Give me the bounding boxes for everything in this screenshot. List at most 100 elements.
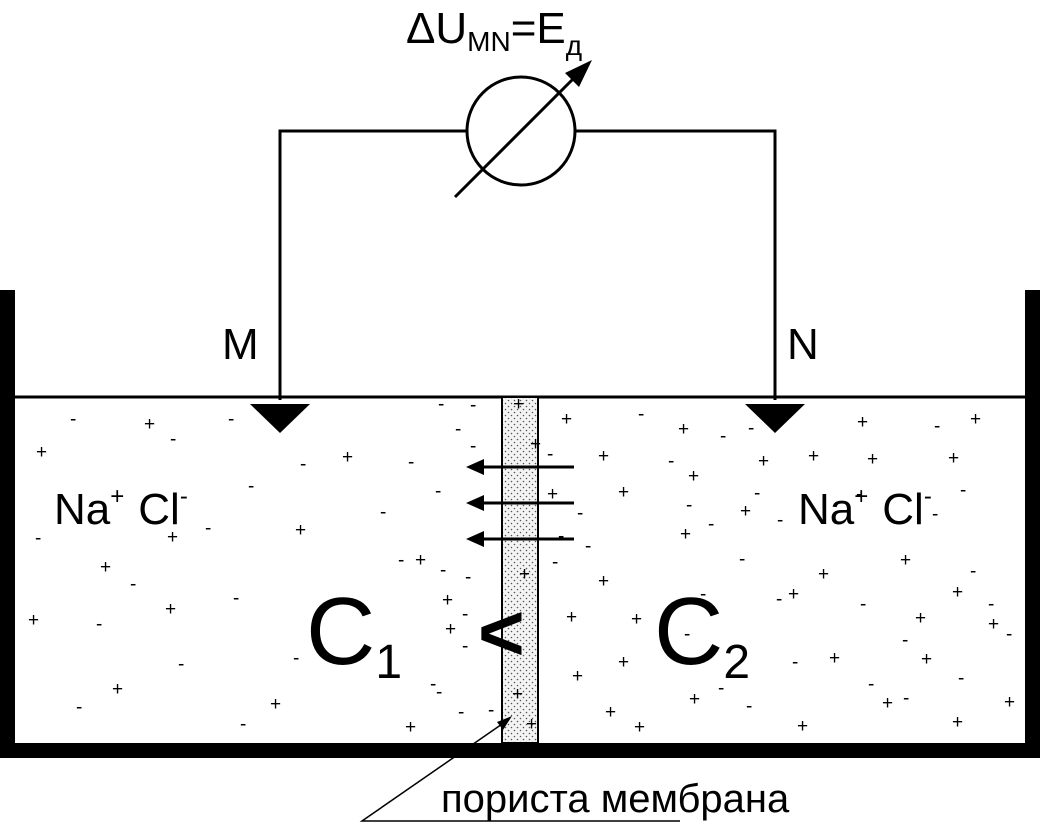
minus-charge: - (96, 614, 102, 635)
concentration-c1: C1 (306, 578, 402, 689)
plus-charge: + (405, 717, 416, 738)
plus-charge: + (788, 584, 799, 605)
minus-charge: - (684, 624, 690, 645)
minus-charge: - (668, 451, 674, 472)
minus-charge: - (76, 697, 82, 718)
plus-charge: + (952, 582, 963, 603)
plus-charge: + (921, 649, 932, 670)
voltmeter-arrowhead (565, 60, 592, 87)
plus-charge: + (948, 448, 959, 469)
minus-charge: - (739, 549, 745, 570)
minus-charge: - (903, 688, 909, 709)
minus-charge: - (686, 495, 692, 516)
plus-charge: + (442, 590, 453, 611)
plus-charge: + (680, 524, 691, 545)
minus-charge: - (856, 484, 862, 505)
minus-charge: - (792, 652, 798, 673)
minus-charge: - (130, 574, 136, 595)
plus-charge: + (829, 648, 840, 669)
minus-charge: - (754, 483, 760, 504)
minus-charge: - (205, 518, 211, 539)
plus-charge: + (36, 442, 47, 463)
plus-charge: + (512, 684, 523, 705)
circuit (278, 129, 777, 400)
plus-charge: + (915, 608, 926, 629)
voltmeter (453, 60, 592, 199)
plus-charge: + (566, 607, 577, 628)
plus-charge: + (270, 694, 281, 715)
plus-charge: + (618, 652, 629, 673)
plus-charge: + (100, 557, 111, 578)
porous-membrane (501, 396, 539, 744)
minus-charge: - (458, 702, 464, 723)
plus-charge: + (678, 419, 689, 440)
plus-charge: + (513, 394, 524, 415)
plus-charge: + (165, 599, 176, 620)
minus-charge: - (438, 394, 444, 415)
minus-charge: - (718, 678, 724, 699)
plus-charge: + (797, 716, 808, 737)
plus-charge: + (519, 564, 530, 585)
plus-charge: + (561, 409, 572, 430)
minus-charge: - (435, 481, 441, 502)
plus-charge: + (634, 717, 645, 738)
minus-charge: - (462, 604, 468, 625)
plus-charge: + (952, 712, 963, 733)
left-ion-labels: Na+Cl- (54, 483, 188, 534)
minus-charge: - (577, 503, 583, 524)
less-than-sign: < (478, 588, 525, 677)
meter-formula: ΔUMN=Eд (406, 4, 582, 61)
minus-charge: - (958, 668, 964, 689)
membrane-caption: пориста мембрана (441, 777, 790, 821)
minus-charge: - (700, 584, 706, 605)
minus-charge: - (902, 630, 908, 651)
minus-charge: - (547, 444, 553, 465)
minus-charge: - (293, 648, 299, 669)
minus-charge: - (776, 589, 782, 610)
minus-charge: - (380, 502, 386, 523)
plus-charge: + (445, 619, 456, 640)
plus-charge: + (758, 451, 769, 472)
ion-charges: ++++++++++++++++++++++++++++++++++++++++… (28, 394, 1015, 738)
voltmeter-arrow (453, 68, 584, 199)
plus-charge: + (28, 610, 39, 631)
minus-charge: - (436, 682, 442, 703)
minus-charge: - (430, 674, 436, 695)
plus-charge: + (857, 412, 868, 433)
electrode-n-label: N (787, 320, 819, 369)
electrode-m-label: M (222, 320, 259, 369)
vessel-right-wall (1025, 290, 1040, 758)
plus-charge: + (988, 614, 999, 635)
minus-charge: - (1006, 624, 1012, 645)
minus-charge: - (70, 409, 76, 430)
minus-charge: - (638, 404, 644, 425)
plus-charge: + (572, 666, 583, 687)
electrode-n-tip (745, 404, 805, 433)
minus-charge: - (748, 418, 754, 439)
minus-charge: - (455, 419, 461, 440)
vessel-left-wall (0, 290, 15, 758)
minus-charge: - (934, 416, 940, 437)
minus-charge: - (440, 560, 446, 581)
minus-charge: - (462, 636, 468, 657)
plus-charge: + (342, 447, 353, 468)
plus-charge: + (526, 714, 537, 735)
plus-charge: + (1004, 692, 1015, 713)
minus-charge: - (408, 452, 414, 473)
minus-charge: - (240, 714, 246, 735)
minus-charge: - (470, 395, 476, 416)
minus-charge: - (488, 700, 494, 721)
minus-charge: - (398, 550, 404, 571)
plus-charge: + (618, 482, 629, 503)
membrane-leader-line (359, 721, 680, 822)
right-ion-labels: Na+Cl- (798, 483, 932, 534)
membrane-leader-arrowhead (497, 716, 512, 730)
plus-charge: + (547, 484, 558, 505)
plus-charge: + (598, 571, 609, 592)
plus-charge: + (631, 609, 642, 630)
minus-charge: - (960, 480, 966, 501)
diffusion-arrowhead (466, 495, 484, 511)
minus-charge: - (585, 536, 591, 557)
minus-charge: - (248, 476, 254, 497)
